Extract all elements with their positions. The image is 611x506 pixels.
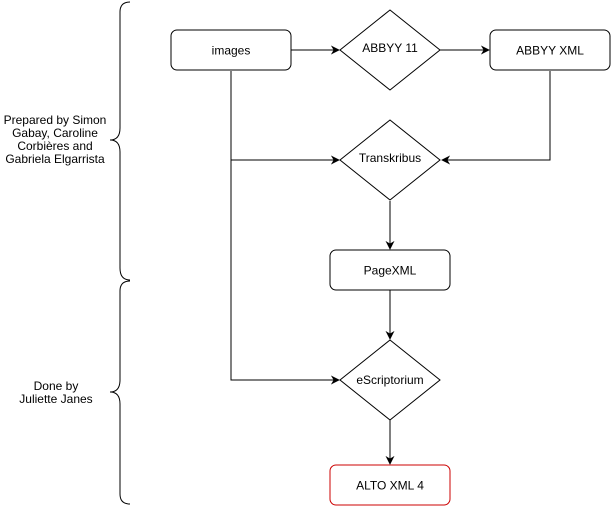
brace-bottom-label: Done by Juliette Janes (0, 380, 112, 406)
node-images[interactable]: images (170, 29, 292, 71)
brace-bottom-line-1: Done by (33, 379, 79, 393)
node-transkribus-label: Transkribus (359, 151, 421, 165)
node-alto-xml4-label: ALTO XML 4 (356, 479, 424, 493)
edge-abbyyxml-transkribus (441, 71, 551, 165)
node-transkribus[interactable]: Transkribus (339, 119, 441, 201)
brace-top-line-4: Gabriela Elgarrista (5, 152, 105, 166)
brace-top-label: Prepared by Simon Gabay, Caroline Corbiè… (0, 114, 110, 166)
brace-top (109, 1, 131, 281)
brace-top-line-2: Gabay, Caroline (12, 126, 98, 140)
node-escriptorium[interactable]: eScriptorium (339, 339, 441, 421)
node-images-label: images (212, 44, 251, 58)
edge-images-escriptorium (230, 160, 340, 385)
brace-bottom-line-2: Juliette Janes (19, 392, 93, 406)
node-pagexml-label: PageXML (364, 264, 417, 278)
edge-images-transkribus (230, 71, 340, 165)
node-pagexml[interactable]: PageXML (329, 249, 451, 291)
brace-top-line-3: Corbières and (17, 139, 93, 153)
node-abbyy-xml[interactable]: ABBYY XML (489, 29, 611, 71)
node-abbyy-xml-label: ABBYY XML (516, 44, 584, 58)
node-escriptorium-label: eScriptorium (356, 373, 423, 387)
node-alto-xml4[interactable]: ALTO XML 4 (329, 464, 451, 506)
brace-bottom (109, 280, 131, 505)
node-abbyy11[interactable]: ABBYY 11 (339, 9, 441, 91)
node-abbyy11-label: ABBYY 11 (362, 41, 418, 55)
brace-top-line-1: Prepared by Simon (3, 113, 107, 127)
